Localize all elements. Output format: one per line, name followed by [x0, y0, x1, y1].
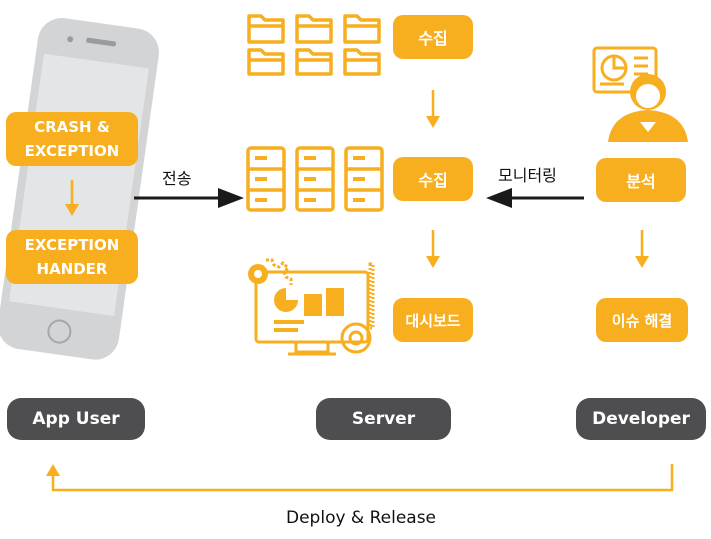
folder-icon [343, 14, 381, 44]
role-server: Server [316, 398, 451, 440]
arrow-down-icon [65, 180, 79, 216]
server-rack-icon [344, 146, 384, 212]
folder-icons [247, 14, 381, 76]
server-rack-icon [246, 146, 286, 212]
folder-icon [295, 14, 333, 44]
dashboard-box: 대시보드 [393, 298, 473, 342]
monitoring-arrow [486, 188, 584, 208]
role-app-user: App User [7, 398, 145, 440]
collect-box-mid: 수집 [393, 157, 473, 201]
folder-icon [247, 14, 285, 44]
dashboard-monitor-icon [248, 258, 375, 356]
arrow-down-icon [426, 90, 440, 128]
arrow-down-icon [426, 230, 440, 268]
send-label: 전송 [162, 169, 192, 188]
developer-avatar-icon [592, 46, 688, 142]
deploy-release-arrow [46, 464, 674, 492]
arrow-down-icon [635, 230, 649, 268]
resolve-issue-box: 이슈 해결 [596, 298, 688, 342]
folder-icon [247, 48, 285, 76]
monitoring-label: 모니터링 [498, 166, 557, 185]
collect-box-top: 수집 [393, 15, 473, 59]
analyze-box: 분석 [596, 158, 686, 202]
crash-exception-box: CRASH &EXCEPTION [6, 112, 138, 166]
folder-icon [343, 48, 381, 76]
server-rack-icon [295, 146, 335, 212]
folder-icon [295, 48, 333, 76]
deploy-release-label: Deploy & Release [286, 508, 437, 528]
role-developer: Developer [576, 398, 706, 440]
server-rack-icons [246, 146, 384, 212]
send-arrow [134, 188, 244, 208]
gear-icon [340, 322, 372, 354]
